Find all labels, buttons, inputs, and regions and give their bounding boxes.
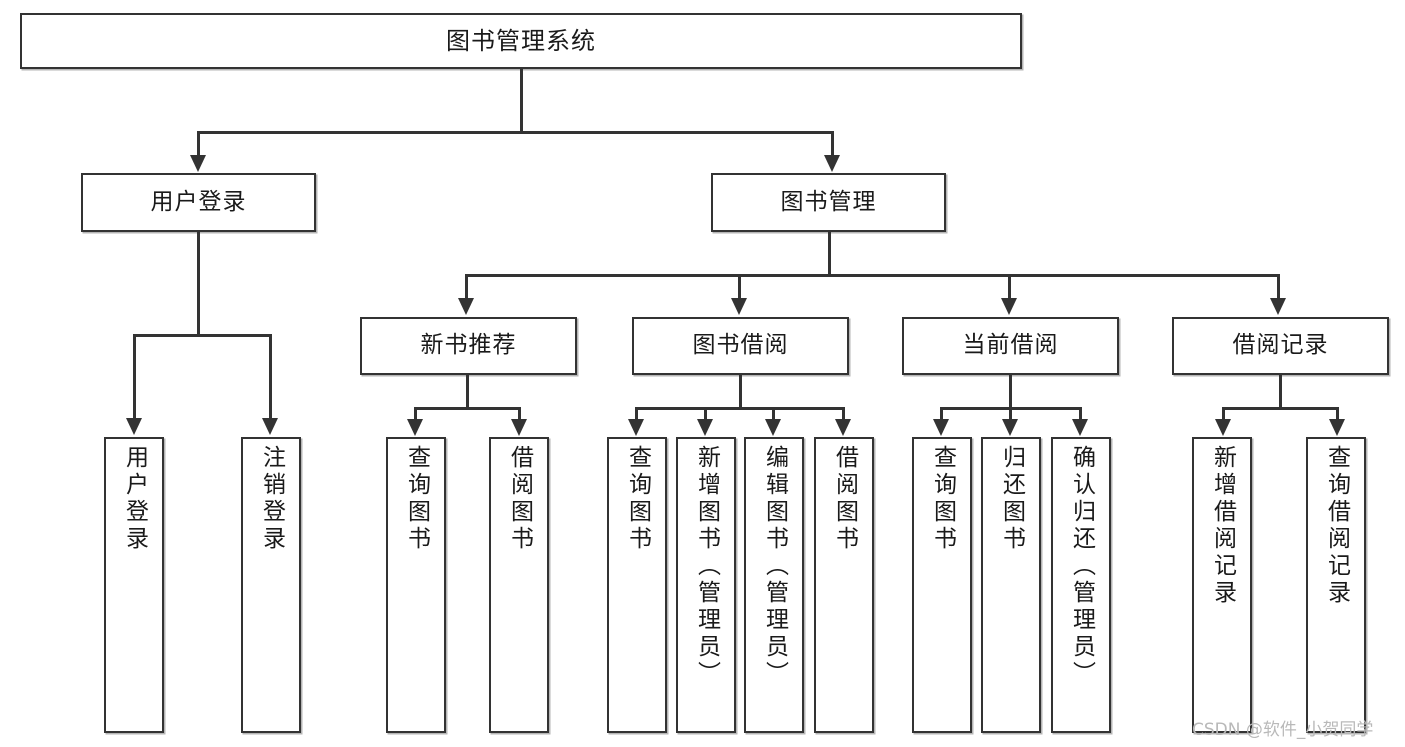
connector-bb-leaf-4 [842, 407, 845, 421]
leaf-logout-login[interactable]: 注销登录 [241, 437, 301, 733]
arrowhead-leaf-add-book [697, 419, 713, 436]
node-label: 确认归还（管理员） [1068, 445, 1095, 688]
connector-to-borrow-record [1277, 274, 1280, 300]
arrowhead-leaf-edit-book [765, 419, 781, 436]
arrowhead-borrow-record [1270, 298, 1286, 315]
connector-br-leaf-2 [1336, 407, 1339, 421]
connector-user-login-leaf-1 [133, 334, 136, 420]
node-label: 借阅记录 [1232, 332, 1329, 359]
node-current-borrow[interactable]: 当前借阅 [902, 317, 1119, 375]
node-label: 当前借阅 [962, 332, 1059, 359]
node-label: 查询借阅记录 [1323, 445, 1350, 607]
arrowhead-leaf-return-book [1002, 419, 1018, 436]
connector-to-book-borrow [738, 274, 741, 300]
node-user-login[interactable]: 用户登录 [81, 173, 316, 232]
node-label: 编辑图书（管理员） [761, 445, 788, 688]
node-label: 图书借阅 [692, 332, 789, 359]
arrowhead-leaf-query-book-2 [628, 419, 644, 436]
arrowhead-user-login [190, 155, 206, 172]
leaf-borrow-book-recommend[interactable]: 借阅图书 [489, 437, 549, 733]
connector-nbr-leaf-1 [414, 407, 417, 421]
connector-book-management-stem [828, 232, 831, 276]
leaf-query-book-current[interactable]: 查询图书 [912, 437, 972, 733]
connector-level1-bus [197, 131, 833, 134]
connector-bb-leaf-2 [704, 407, 707, 421]
node-label: 查询图书 [403, 445, 430, 553]
connector-book-borrow-stem [739, 375, 742, 410]
arrowhead-leaf-query-record [1329, 419, 1345, 436]
arrowhead-leaf-borrow-book-2 [835, 419, 851, 436]
connector-to-user-login [197, 131, 200, 157]
leaf-return-book[interactable]: 归还图书 [981, 437, 1041, 733]
connector-current-borrow-stem [1009, 375, 1012, 410]
connector-to-new-book-recommend [465, 274, 468, 300]
connector-nbr-leaf-2 [518, 407, 521, 421]
connector-cb-leaf-3 [1079, 407, 1082, 421]
node-label: 查询图书 [929, 445, 956, 553]
node-label: 图书管理系统 [446, 26, 596, 55]
arrowhead-leaf-borrow-book-1 [511, 419, 527, 436]
leaf-add-borrow-record[interactable]: 新增借阅记录 [1192, 437, 1252, 733]
node-label: 新书推荐 [420, 332, 517, 359]
connector-borrow-record-stem [1279, 375, 1282, 410]
connector-level2-bus [465, 274, 1279, 277]
arrowhead-book-management [824, 155, 840, 172]
node-label: 注销登录 [258, 445, 285, 553]
connector-to-current-borrow [1008, 274, 1011, 300]
arrowhead-leaf-user-login [126, 418, 142, 435]
connector-user-login-stem [197, 232, 200, 336]
arrowhead-leaf-logout-login [262, 418, 278, 435]
connector-user-login-bus [133, 334, 271, 337]
connector-bb-leaf-1 [635, 407, 638, 421]
connector-bb-leaf-3 [772, 407, 775, 421]
connector-cb-leaf-1 [940, 407, 943, 421]
arrowhead-leaf-query-book-1 [407, 419, 423, 436]
leaf-borrow-book[interactable]: 借阅图书 [814, 437, 874, 733]
leaf-query-borrow-record[interactable]: 查询借阅记录 [1306, 437, 1366, 733]
connector-root-stem [520, 69, 523, 132]
leaf-query-book-borrow[interactable]: 查询图书 [607, 437, 667, 733]
leaf-user-login[interactable]: 用户登录 [104, 437, 164, 733]
node-borrow-record[interactable]: 借阅记录 [1172, 317, 1389, 375]
connector-to-book-management [831, 131, 834, 157]
connector-borrow-record-bus [1222, 407, 1338, 410]
arrowhead-new-book-recommend [458, 298, 474, 315]
node-label: 借阅图书 [506, 445, 533, 553]
connector-book-borrow-bus [635, 407, 844, 410]
node-root-book-management-system[interactable]: 图书管理系统 [20, 13, 1022, 69]
leaf-confirm-return[interactable]: 确认归还（管理员） [1051, 437, 1111, 733]
node-label: 新增借阅记录 [1209, 445, 1236, 607]
arrowhead-current-borrow [1001, 298, 1017, 315]
node-book-management[interactable]: 图书管理 [711, 173, 946, 232]
node-label: 用户登录 [121, 445, 148, 553]
node-label: 新增图书（管理员） [693, 445, 720, 688]
leaf-query-book-recommend[interactable]: 查询图书 [386, 437, 446, 733]
node-label: 用户登录 [150, 188, 247, 215]
arrowhead-leaf-query-book-3 [933, 419, 949, 436]
node-label: 查询图书 [624, 445, 651, 553]
arrowhead-leaf-add-record [1215, 419, 1231, 436]
connector-new-book-recommend-stem [466, 375, 469, 410]
arrowhead-leaf-confirm-return [1072, 419, 1088, 436]
leaf-add-book[interactable]: 新增图书（管理员） [676, 437, 736, 733]
node-label: 借阅图书 [831, 445, 858, 553]
csdn-watermark: CSDN @软件_小贺同学 [1192, 720, 1374, 740]
connector-user-login-leaf-2 [269, 334, 272, 420]
connector-cb-leaf-2 [1009, 407, 1012, 421]
arrowhead-book-borrow [731, 298, 747, 315]
node-book-borrow[interactable]: 图书借阅 [632, 317, 849, 375]
connector-br-leaf-1 [1222, 407, 1225, 421]
connector-new-book-recommend-bus [414, 407, 520, 410]
node-label: 归还图书 [998, 445, 1025, 553]
node-label: 图书管理 [780, 188, 877, 215]
leaf-edit-book[interactable]: 编辑图书（管理员） [744, 437, 804, 733]
node-new-book-recommend[interactable]: 新书推荐 [360, 317, 577, 375]
